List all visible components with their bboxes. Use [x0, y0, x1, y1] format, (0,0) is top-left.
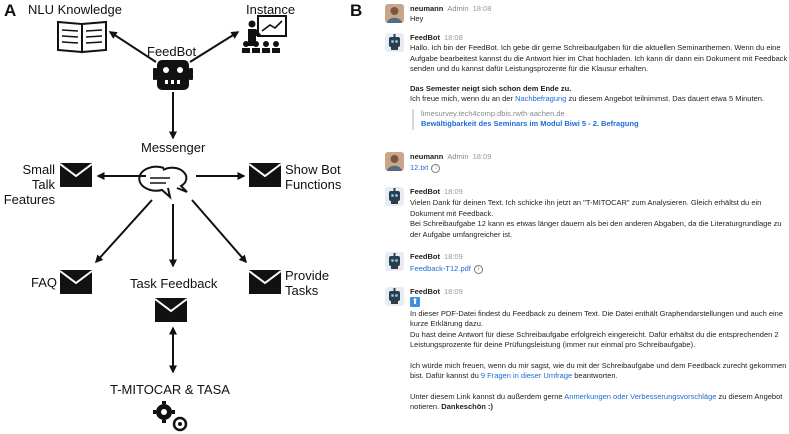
- envelope-icon: [59, 163, 93, 187]
- thanks-text: Dankeschön :): [441, 402, 493, 411]
- bot-avatar-icon[interactable]: [385, 187, 404, 206]
- message-text: Ich würde mich freuen, wenn du mir sagst…: [410, 360, 787, 381]
- sender-name[interactable]: neumann: [410, 152, 444, 161]
- message-text: zu diesem Angebot teilnimmst. Das dauert…: [566, 94, 764, 103]
- preview-title[interactable]: Bewältigbarkeit des Seminars im Modul Bi…: [421, 119, 639, 128]
- book-icon: [57, 20, 107, 54]
- panel-a-letter: A: [4, 1, 17, 20]
- sender-name[interactable]: neumann: [410, 4, 444, 13]
- avatar[interactable]: [385, 152, 404, 171]
- nlu-knowledge-label: NLU Knowledge: [28, 2, 122, 17]
- connectors: [94, 31, 247, 374]
- role-badge: Admin: [447, 4, 469, 13]
- download-icon[interactable]: ↓: [431, 163, 441, 173]
- file-attachment-link[interactable]: 12.txt: [410, 163, 429, 172]
- survey-questions-link[interactable]: 9 Fragen in dieser Umfrage: [480, 371, 573, 380]
- message-text: Hallo. Ich bin der FeedBot. Ich gebe dir…: [410, 43, 788, 73]
- bot-avatar-icon[interactable]: [385, 287, 404, 306]
- tmitocar-tasa-label: T-MITOCAR & TASA: [110, 382, 230, 397]
- preview-host: limesurvey.tech4comp.dbis.rwth-aachen.de: [421, 108, 565, 118]
- faq-label: FAQ: [31, 275, 58, 290]
- envelope-icon: [59, 270, 93, 294]
- file-attachment-link[interactable]: Feedback-T12.pdf: [410, 264, 471, 273]
- timestamp: 18:08: [444, 33, 463, 42]
- instance-label: Instance: [246, 2, 296, 17]
- sender-name[interactable]: FeedBot: [410, 187, 440, 196]
- provide-tasks-label: Provide Tasks: [285, 268, 330, 298]
- timestamp: 18:09: [444, 252, 463, 261]
- gears-icon: [153, 401, 188, 432]
- timestamp: 18:09: [472, 152, 492, 161]
- task-feedback-label: Task Feedback: [130, 276, 218, 291]
- timestamp: 18:09: [444, 187, 463, 196]
- chat-bubbles-icon: [138, 165, 188, 200]
- message-text: beantworten.: [572, 371, 618, 380]
- architecture-diagram: A NLU Knowledge Instance FeedBot Messeng…: [0, 0, 342, 434]
- presentation-icon: [242, 15, 287, 53]
- robot-icon: [153, 60, 193, 90]
- messenger-label: Messenger: [141, 140, 206, 155]
- feedbot-label: FeedBot: [147, 44, 197, 59]
- link-preview[interactable]: limesurvey.tech4comp.dbis.rwth-aachen.de…: [412, 108, 788, 130]
- message-text: Hey: [410, 14, 424, 23]
- envelope-icon: [248, 270, 282, 294]
- message-bold-text: Das Semester neigt sich schon dem Ende z…: [410, 83, 572, 93]
- diagram-canvas: [57, 15, 287, 432]
- panel-b-letter: B: [350, 1, 363, 20]
- role-badge: Admin: [447, 152, 469, 161]
- message-text: zu diesem Angebot notieren.: [410, 391, 783, 412]
- avatar[interactable]: [385, 4, 404, 23]
- bot-avatar-icon[interactable]: [385, 252, 404, 271]
- message-text: Ich freue mich, wenn du an der: [410, 94, 516, 103]
- envelope-icon: [154, 298, 188, 322]
- sender-name[interactable]: FeedBot: [410, 33, 440, 42]
- bot-avatar-icon[interactable]: [385, 33, 404, 52]
- show-bot-functions-label: Show Bot Functions: [285, 162, 342, 192]
- envelope-icon: [248, 163, 282, 187]
- survey-link[interactable]: Nachbefragung: [515, 94, 567, 103]
- sender-name[interactable]: FeedBot: [410, 287, 440, 296]
- arrow-up-badge-icon: ⬆: [410, 297, 420, 307]
- small-talk-label: Small Talk Features: [3, 162, 55, 207]
- sender-name[interactable]: FeedBot: [410, 252, 440, 261]
- timestamp: 18:09: [444, 287, 463, 296]
- download-icon[interactable]: ↓: [473, 264, 483, 274]
- message-text: Unter diesem Link kannst du außerdem ger…: [410, 391, 565, 401]
- message-text: In dieser PDF-Datei findest du Feedback …: [410, 308, 784, 350]
- timestamp: 18:08: [472, 4, 492, 13]
- message-text: Vielen Dank für deinen Text. Ich schicke…: [410, 198, 782, 239]
- suggestions-link[interactable]: Anmerkungen oder Verbesserungsvorschläge: [564, 391, 717, 401]
